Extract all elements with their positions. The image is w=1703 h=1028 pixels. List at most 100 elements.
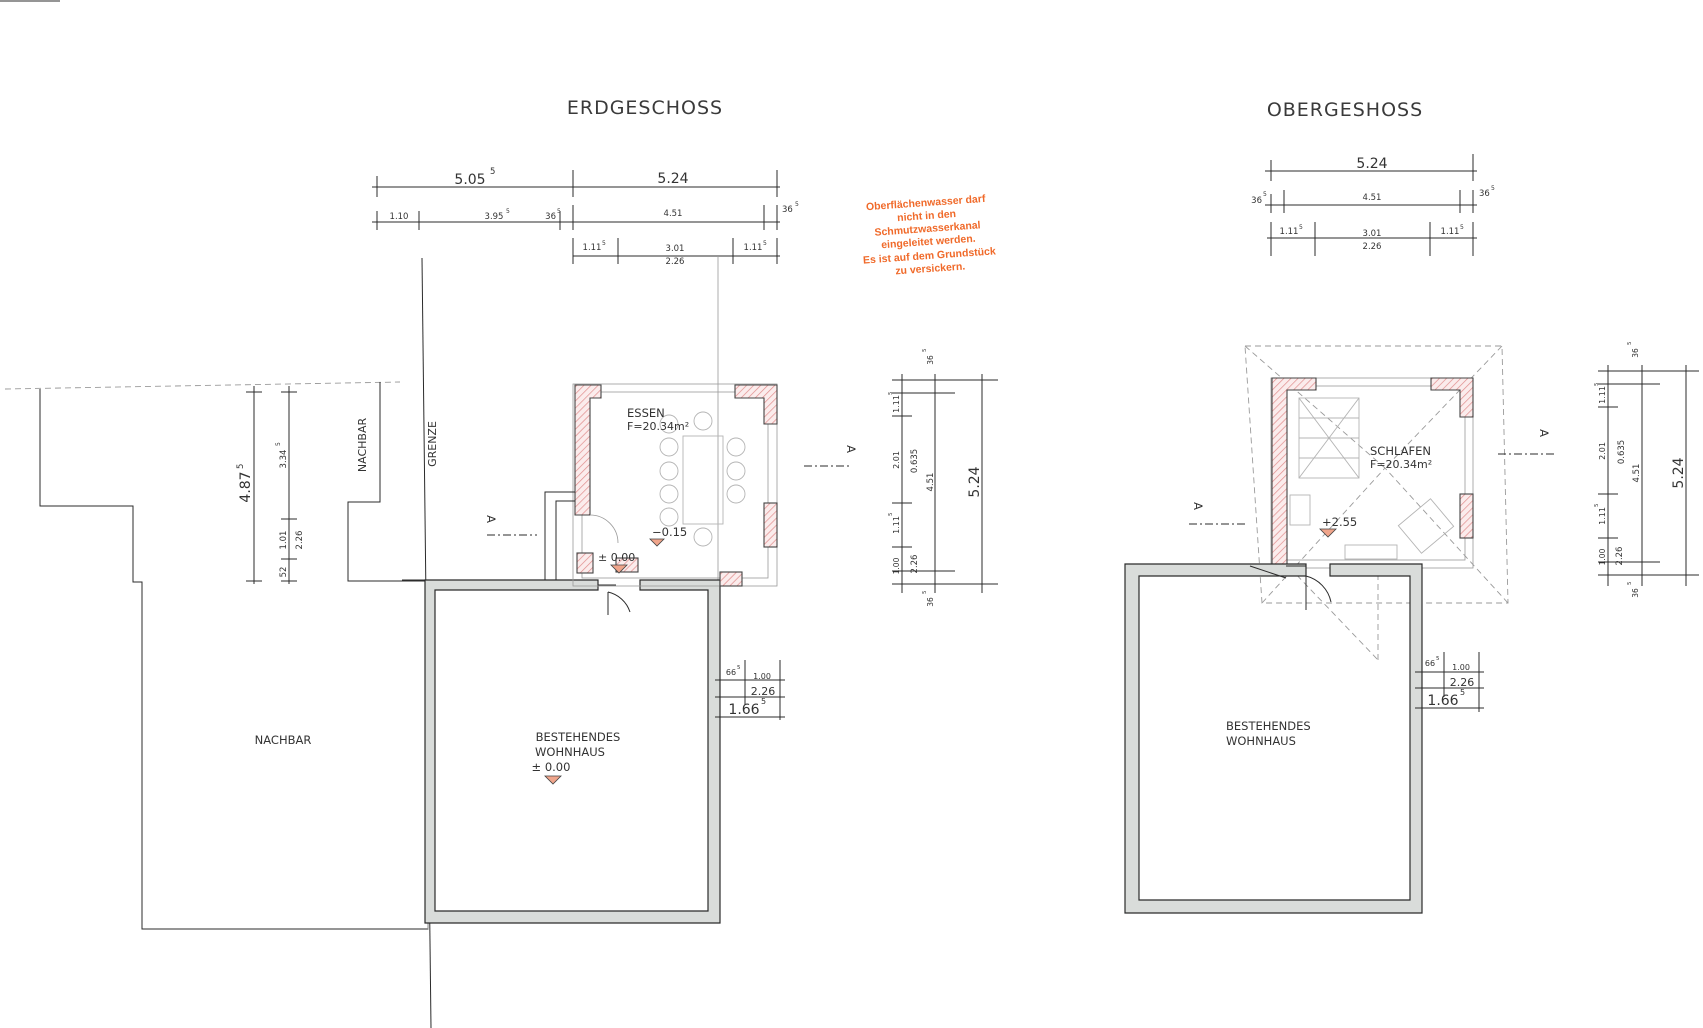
uf-house-door[interactable]	[1305, 575, 1332, 610]
upper-floor-plan: 5.24 36 5 4.51 36 5 1.11 5 3.01 1.11 5 2…	[1124, 154, 1699, 914]
gf-dim-r-111a: 1.11	[892, 395, 901, 413]
uf-dim-b-66: 66	[1425, 659, 1435, 668]
gf-section-a-left: A	[484, 515, 498, 523]
uf-house-label-1: BESTEHENDES	[1226, 719, 1311, 733]
gf-neighbor-outline	[4, 381, 548, 930]
uf-dim-r-111a: 1.11	[1598, 386, 1607, 404]
gf-dim-b-66: 66	[726, 668, 736, 677]
uf-roof-outline	[1244, 345, 1509, 661]
gf-dim-b-226: 2.26	[751, 685, 776, 698]
gf-neighbor-label: NACHBAR	[255, 733, 312, 747]
gf-dim-r-36b-sup: 5	[922, 590, 928, 594]
gf-dim-334-sup: 5	[275, 442, 282, 446]
gf-dim-226-left: 2.26	[295, 531, 305, 550]
gf-dim-395: 3.95	[485, 212, 504, 222]
uf-wall-e	[1459, 493, 1474, 539]
gf-house-level-marker	[544, 775, 562, 785]
uf-dim-111a: 1.11	[1280, 227, 1299, 237]
gf-dim-451: 4.51	[664, 209, 683, 219]
uf-dims-right: 36 5 1.11 5 2.01 0.635 4.51 5.24 1.11 5 …	[1594, 341, 1699, 598]
gf-dim-r-226: 2.26	[910, 555, 920, 574]
uf-dim-r-36a-sup: 5	[1627, 341, 1633, 345]
ground-floor-title: ERDGESCHOSS	[567, 97, 723, 119]
uf-armchair	[1344, 498, 1455, 560]
uf-dims-bottom: 66 5 1.00 2.26 1.66 5	[1415, 652, 1484, 712]
gf-dim-4875: 4.87	[238, 471, 254, 502]
gf-dim-36b-sup: 5	[795, 201, 799, 208]
uf-dim-r-451: 4.51	[1632, 464, 1642, 483]
uf-section-a-right: A	[1537, 429, 1551, 437]
gf-dim-b-166: 1.66	[728, 702, 759, 718]
gf-dim-r-111b-sup: 5	[888, 512, 894, 516]
gf-dim-r-36a: 36	[926, 355, 935, 365]
note-line-6: zu versickern.	[895, 260, 966, 277]
uf-room-area: F=20.34m²	[1370, 458, 1432, 471]
uf-dim-36a: 36	[1251, 196, 1262, 206]
uf-dim-36a-sup: 5	[1263, 191, 1267, 198]
gf-dim-r-451: 4.51	[926, 473, 936, 492]
gf-house-level: ± 0.00	[532, 760, 571, 774]
uf-room-level-marker	[1319, 528, 1337, 538]
gf-dim-226: 2.26	[666, 257, 685, 267]
gf-dim-505-sup: 5	[490, 167, 495, 177]
gf-dim-505: 5.05	[454, 172, 485, 188]
uf-room-name: SCHLAFEN	[1370, 444, 1431, 458]
uf-dim-111b-sup: 5	[1460, 224, 1464, 231]
uf-dim-b-166: 1.66	[1427, 693, 1458, 709]
gf-room-area: F=20.34m²	[627, 420, 689, 433]
gf-dim-r-0635: 0.635	[910, 449, 920, 473]
gf-house-door[interactable]	[607, 591, 631, 615]
uf-dim-301: 3.01	[1363, 229, 1382, 239]
gf-dim-r-100: 1.00	[892, 557, 901, 574]
uf-dim-r-524: 5.24	[1671, 457, 1687, 488]
uf-dim-226: 2.26	[1363, 242, 1382, 252]
uf-dim-111a-sup: 5	[1299, 224, 1303, 231]
gf-dim-r-111a-sup: 5	[888, 391, 894, 395]
uf-dim-r-226: 2.26	[1615, 547, 1625, 566]
uf-dim-451: 4.51	[1363, 193, 1382, 203]
uf-dim-r-36b: 36	[1631, 588, 1640, 598]
uf-section-marks: A A	[1189, 429, 1554, 525]
gf-dim-395-sup: 5	[506, 208, 510, 215]
gf-boundary-label: GRENZE	[426, 421, 439, 467]
gf-dims-right: 36 5 1.11 5 2.01 0.635 4.51 5.24 1.11 5 …	[888, 348, 998, 607]
gf-dim-301: 3.01	[666, 244, 685, 254]
uf-dim-r-0635: 0.635	[1617, 440, 1627, 464]
gf-section-marks: A A	[484, 445, 858, 536]
gf-dim-r-201: 2.01	[892, 451, 901, 469]
uf-dim-r-36b-sup: 5	[1627, 581, 1633, 585]
gf-dim-111b-sup: 5	[763, 240, 767, 247]
gf-dim-111a: 1.11	[583, 243, 602, 253]
upper-floor-title: OBERGESHOSS	[1267, 99, 1423, 121]
uf-house-label-2: WOHNHAUS	[1226, 734, 1296, 748]
uf-existing-house: BESTEHENDES WOHNHAUS	[1124, 563, 1423, 914]
gf-house-label-1: BESTEHENDES	[536, 730, 621, 744]
gf-dim-334: 3.34	[279, 450, 289, 469]
uf-dim-r-100: 1.00	[1598, 548, 1607, 565]
gf-section-a-right: A	[844, 445, 858, 453]
gf-wall-e	[763, 502, 778, 548]
gf-dim-r-524: 5.24	[967, 466, 983, 497]
uf-dim-36b-sup: 5	[1491, 185, 1495, 192]
uf-dim-111b: 1.11	[1441, 227, 1460, 237]
gf-dim-101: 1.01	[279, 531, 289, 550]
gf-existing-house: BESTEHENDES WOHNHAUS ± 0.00	[424, 579, 721, 924]
gf-wall-ne	[734, 384, 778, 425]
uf-dim-524: 5.24	[1356, 156, 1387, 172]
gf-dim-36a-sup: 5	[557, 208, 561, 215]
uf-dim-r-111a-sup: 5	[1594, 382, 1600, 386]
gf-dim-b-66-sup: 5	[737, 665, 741, 671]
uf-annex: SCHLAFEN F=20.34m² +2.55	[1270, 377, 1474, 569]
gf-annex-door[interactable]	[589, 514, 619, 544]
gf-dim-r-36b: 36	[926, 597, 935, 607]
uf-dim-r-201: 2.01	[1598, 442, 1607, 460]
gf-annex: ESSEN F=20.34m² −0.15 ± 0.00	[544, 383, 778, 587]
gf-wall-sw	[576, 552, 594, 574]
gf-dim-r-111b: 1.11	[892, 516, 901, 534]
gf-room-level: −0.15	[652, 525, 687, 539]
gf-neighbor-vertical-label: NACHBAR	[356, 418, 369, 473]
gf-dim-b-100: 1.00	[753, 672, 771, 681]
drainage-note: Oberflächenwasser darf nicht in den Schm…	[863, 193, 997, 277]
gf-dim-110: 1.10	[390, 212, 409, 222]
